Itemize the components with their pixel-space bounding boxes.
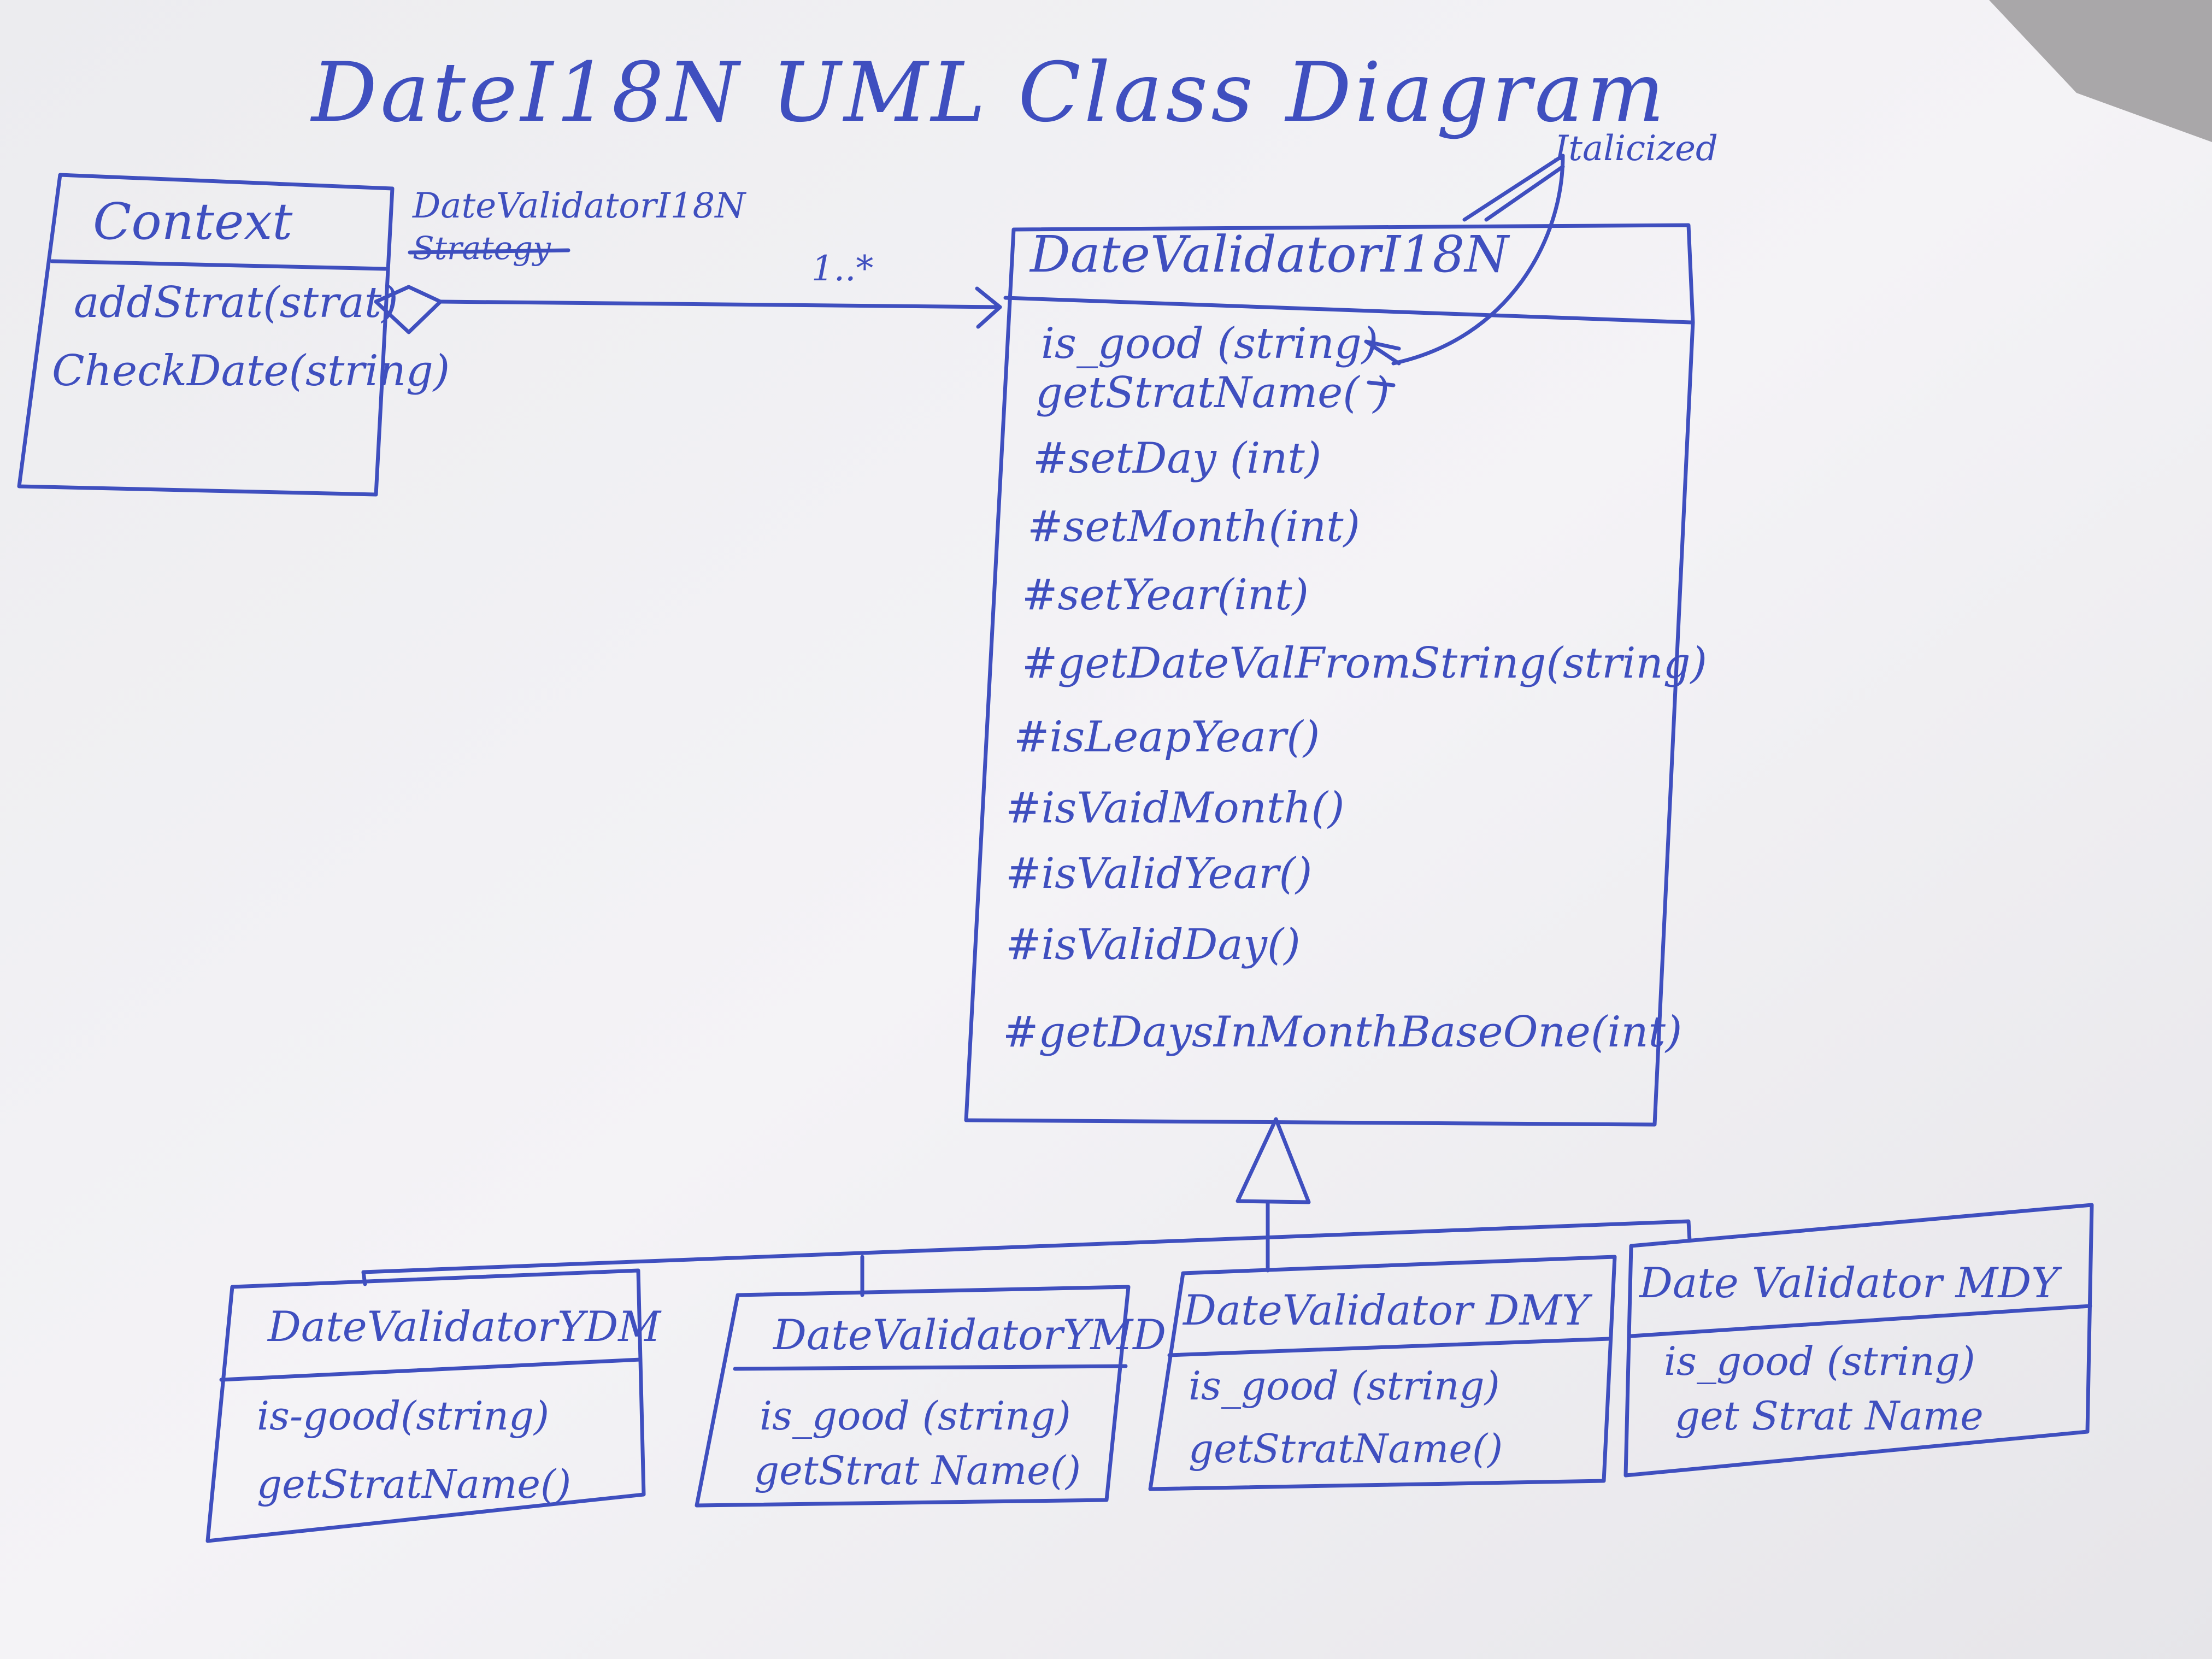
subclass-method: get Strat Name: [1675, 1393, 1984, 1439]
base-class-box: [964, 223, 1695, 1127]
subclass-method: is_good (string): [1664, 1338, 1975, 1384]
subclass-box-mdy: [1623, 1203, 2094, 1478]
subclass-name: DateValidatorYDM: [268, 1302, 661, 1351]
association-line: [438, 299, 1002, 309]
base-method: #setYear(int): [1022, 570, 1309, 620]
base-method: #setMonth(int): [1027, 502, 1360, 551]
subclass-name: DateValidator DMY: [1183, 1286, 1590, 1334]
inheritance-bus: [361, 1219, 1692, 1274]
association-multiplicity: 1..*: [811, 249, 874, 289]
base-method: #isLeapYear(): [1014, 713, 1320, 762]
base-method: getStratName( ): [1036, 368, 1390, 417]
base-method: #setDay (int): [1033, 434, 1322, 483]
subclass-method: is_good (string): [1189, 1363, 1500, 1409]
context-method: CheckDate(string): [52, 346, 450, 396]
subclass-method: is_good (string): [760, 1393, 1071, 1439]
strike-through: [408, 248, 570, 255]
association-struck-label: Strategy: [413, 230, 551, 267]
base-method: #isVaidMonth(): [1005, 784, 1345, 833]
base-method: #isValidDay(): [1005, 920, 1301, 969]
subclass-method: is-good(string): [257, 1393, 550, 1439]
italicized-note: Italicized: [1555, 128, 1718, 169]
association-arrowhead: [975, 286, 1002, 329]
context-method: addStrat(strat): [74, 278, 398, 327]
base-class-name: DateValidatorI18N: [1030, 225, 1509, 284]
base-method: #getDaysInMonthBaseOne(int): [1003, 1008, 1682, 1057]
subclass-method: getStratName(): [257, 1461, 572, 1507]
context-class-box: [17, 173, 395, 497]
association-role-label: DateValidatorI18N: [413, 186, 746, 226]
subclass-name: DateValidatorYMD: [773, 1310, 1167, 1359]
subclass-method: getStrat Name(): [754, 1448, 1081, 1493]
context-class-name: Context: [93, 192, 293, 251]
subclass-method: getStratName(): [1189, 1426, 1503, 1472]
diagram-title: DateI18N UML Class Diagram: [311, 45, 1668, 140]
note-pointer: [1364, 154, 1565, 387]
base-method: #isValidYear(): [1005, 849, 1313, 898]
subclass-box-ymd: [695, 1285, 1131, 1508]
generalization-triangle: [1236, 1117, 1311, 1204]
subclass-name: Date Validator MDY: [1639, 1258, 2059, 1307]
base-method: #getDateValFromString(string): [1022, 639, 1708, 688]
subclass-box-ydm: [205, 1268, 646, 1543]
subclass-box-dmy: [1148, 1255, 1617, 1491]
base-method: is_good (string): [1041, 319, 1379, 368]
